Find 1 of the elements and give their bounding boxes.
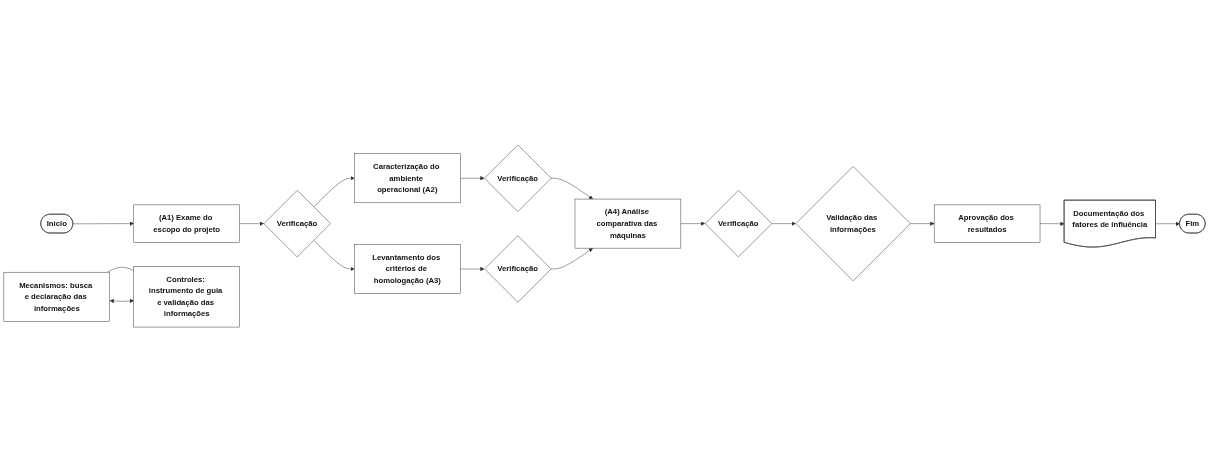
connector <box>106 266 134 273</box>
